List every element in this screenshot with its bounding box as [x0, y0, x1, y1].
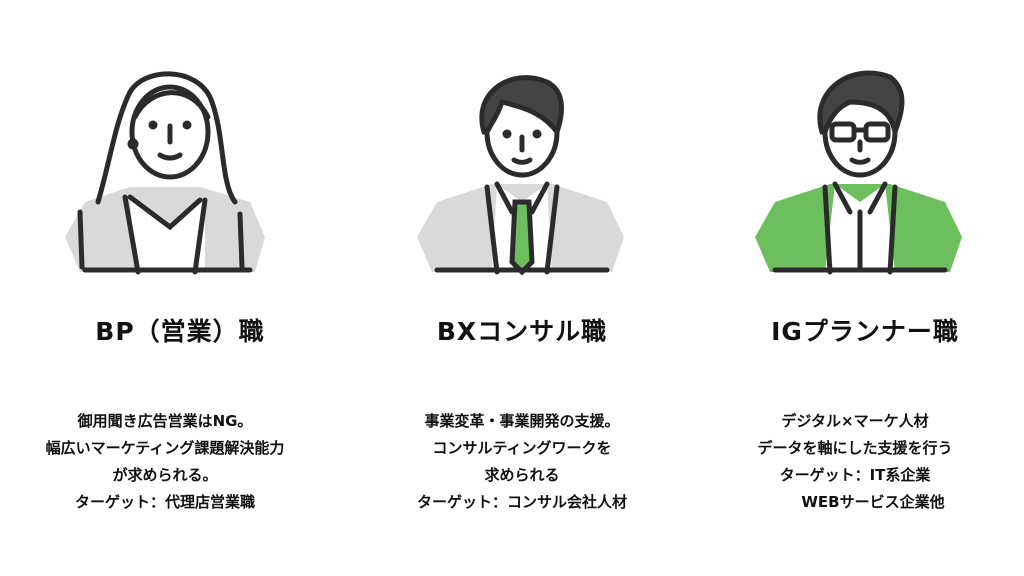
woman-avatar-illustration — [65, 71, 265, 275]
description-line: ターゲット：IT系企業 — [779, 466, 931, 484]
role-card-bx: BXコンサル職 事業変革・事業開発の支援。 コンサルティングワークを 求められる… — [352, 0, 692, 576]
role-title: BP（営業）職 — [95, 317, 265, 346]
description-line: 幅広いマーケティング課題解決能力 — [45, 439, 285, 457]
role-description: 事業変革・事業開発の支援。 コンサルティングワークを 求められる ターゲット：コ… — [352, 408, 692, 516]
role-description: デジタル×マーケ人材 データを軸にした支援を行う ターゲット：IT系企業 WEB… — [680, 408, 1024, 516]
role-title: IGプランナー職 — [771, 317, 959, 346]
description-line: 御用聞き広告営業はNG。 — [77, 412, 253, 430]
description-line: コンサルティングワークを — [432, 439, 612, 457]
description-line: 求められる — [484, 466, 560, 484]
description-line: 事業変革・事業開発の支援。 — [424, 412, 620, 430]
description-line: ターゲット：コンサル会社人材 — [416, 493, 627, 511]
role-title: BXコンサル職 — [436, 317, 608, 346]
description-line: ターゲット：代理店営業職 — [74, 493, 255, 511]
man-with-glasses-avatar-illustration — [755, 70, 962, 275]
role-description: 御用聞き広告営業はNG。 幅広いマーケティング課題解決能力 が求められる。 ター… — [0, 408, 340, 516]
role-card-bp: BP（営業）職 御用聞き広告営業はNG。 幅広いマーケティング課題解決能力 が求… — [0, 0, 340, 576]
description-line: が求められる。 — [112, 466, 218, 484]
description-line: WEBサービス企業他 — [801, 493, 945, 511]
businessman-avatar-illustration — [417, 75, 624, 276]
role-card-ig: IGプランナー職 デジタル×マーケ人材 データを軸にした支援を行う ターゲット：… — [690, 0, 1024, 576]
description-line: デジタル×マーケ人材 — [781, 412, 929, 430]
description-line: データを軸にした支援を行う — [757, 439, 953, 457]
